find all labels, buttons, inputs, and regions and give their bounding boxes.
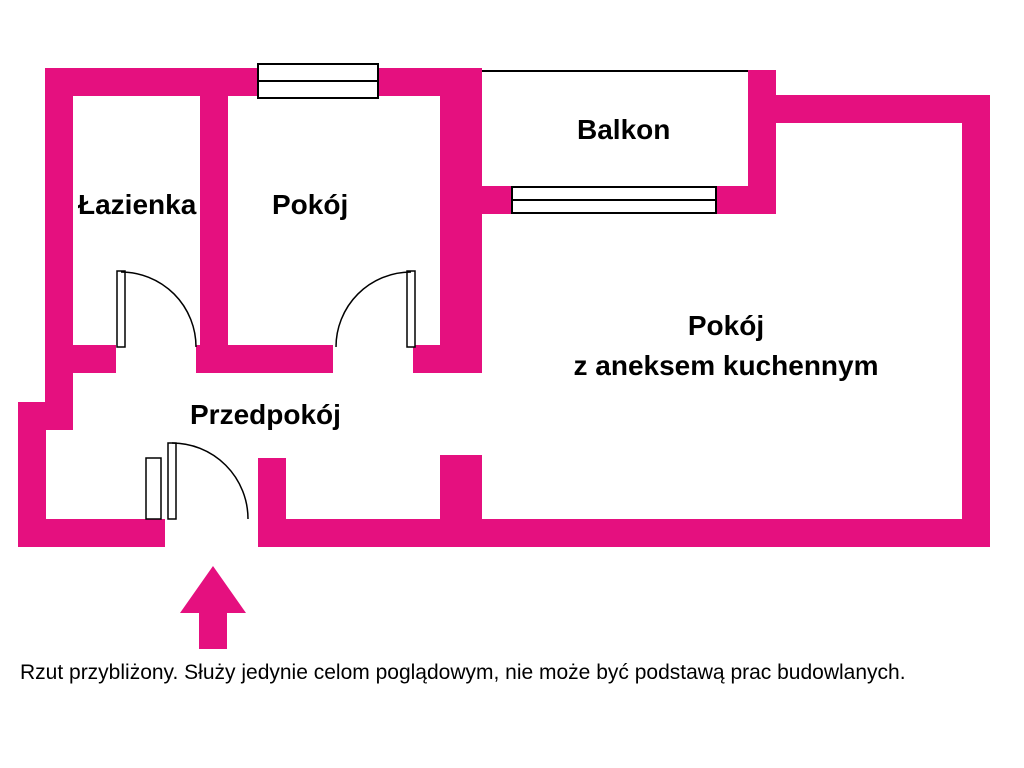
room-label-bathroom: Łazienka xyxy=(78,189,197,220)
wall-hall-top-b xyxy=(196,345,333,373)
room-label-living-line2: z aneksem kuchennym xyxy=(573,350,879,381)
room-label-living-line1: Pokój xyxy=(687,310,765,341)
wall-bottom-left xyxy=(18,519,165,547)
wall-hall-top-c xyxy=(413,345,482,373)
wall-bathroom-room-divider xyxy=(200,96,228,345)
wall-top-right xyxy=(776,95,990,123)
bathroom-door-arc xyxy=(120,271,197,348)
entrance-door-arc xyxy=(171,442,249,520)
wall-balcony-right xyxy=(748,70,776,214)
entrance-door-leaf xyxy=(167,442,177,520)
wall-bottom-main xyxy=(258,519,990,547)
disclaimer-text: Rzut przybliżony. Służy jedynie celom po… xyxy=(20,661,906,684)
bathroom-door-leaf xyxy=(116,270,126,348)
room-label-hall: Przedpokój xyxy=(190,399,341,430)
room-label-balcony: Balkon xyxy=(577,114,671,145)
wall-balcony-sill-right xyxy=(716,186,748,214)
wall-hall-top-a xyxy=(45,345,116,373)
wall-divider-stub xyxy=(440,455,482,519)
room-label-room: Pokój xyxy=(272,189,349,220)
wall-divider-vertical xyxy=(440,96,482,373)
entrance-arrow-icon xyxy=(180,566,246,649)
room-door-leaf xyxy=(406,270,416,348)
wall-balcony-sill-left xyxy=(482,186,512,214)
room-label-living: Pokój z aneksem kuchennym xyxy=(556,306,896,386)
wall-hall-stub xyxy=(258,458,286,519)
room-door-arc xyxy=(335,271,412,348)
wall-right xyxy=(962,95,990,547)
entrance-door-jamb xyxy=(145,457,162,520)
